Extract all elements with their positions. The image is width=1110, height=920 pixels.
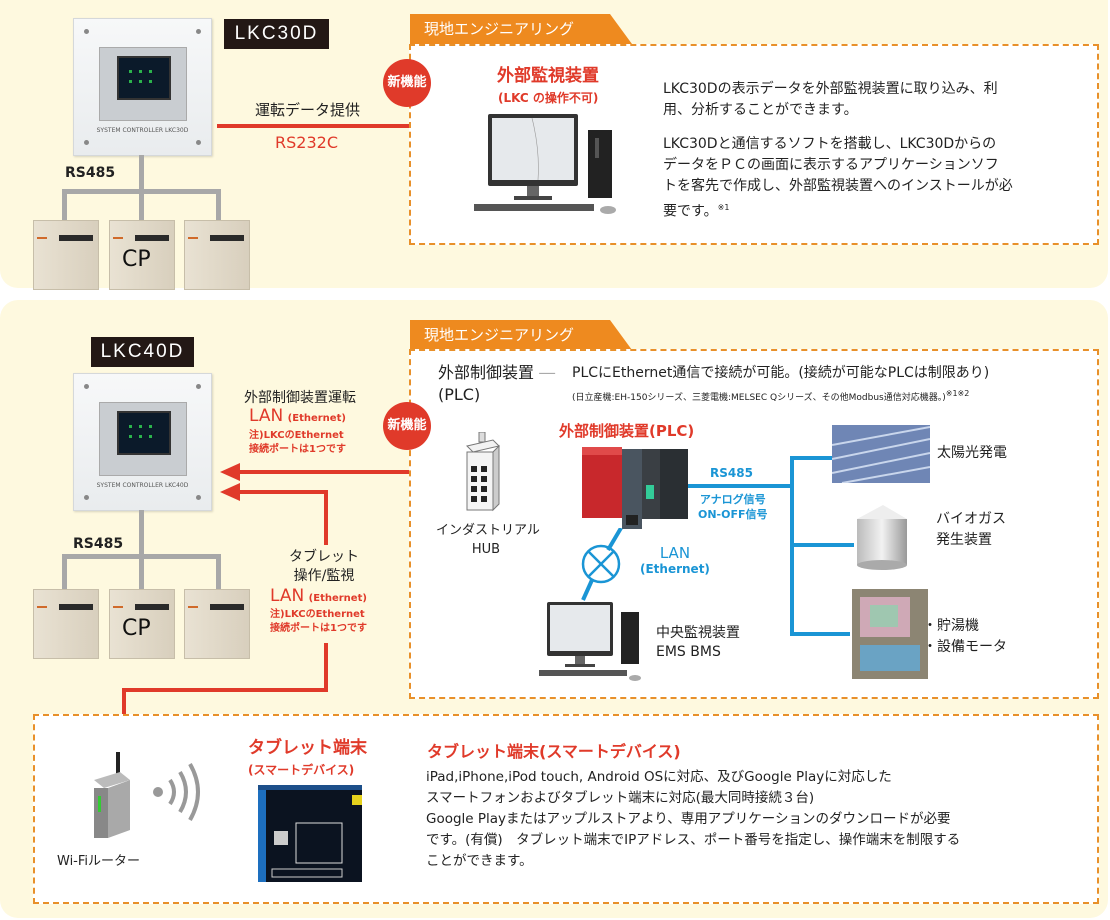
rs485-bus-line xyxy=(139,155,144,191)
tablet-link-protocol: LAN (Ethernet) xyxy=(270,586,367,606)
controller-brand: SYSTEM CONTROLLER LKC40D xyxy=(96,482,189,489)
device-label-biogas: バイオガス 発生装置 xyxy=(936,511,1006,548)
rs485-label: RS485 xyxy=(710,466,753,480)
model-label-lkc40d: LKC40D xyxy=(91,337,194,367)
new-feature-badge: 新機能 xyxy=(383,402,431,450)
controller-brand: SYSTEM CONTROLLER LKC30D xyxy=(96,127,189,134)
rs232c-arrow xyxy=(217,124,457,128)
device-title: 外部監視装置 xyxy=(497,66,599,86)
router-label: Wi-Fiルーター xyxy=(57,854,141,869)
cp-unit xyxy=(33,589,99,659)
rs485-bus-line xyxy=(216,189,221,221)
ext-link-label: 外部制御装置運転 xyxy=(244,390,356,406)
lan-label: LAN (Ethernet) xyxy=(640,544,710,576)
model-label-lkc30d: LKC30D xyxy=(224,19,329,49)
pc-monitor-icon xyxy=(474,114,616,214)
central-label: 中央監視装置 EMS BMS xyxy=(656,625,740,660)
engineering-tab: 現地エンジニアリング xyxy=(410,320,632,350)
hub-label: インダストリアル HUB xyxy=(436,523,540,557)
cp-unit xyxy=(184,220,250,290)
lkc40d-controller-image: SYSTEM CONTROLLER LKC40D xyxy=(73,373,212,511)
solar-panel-icon xyxy=(832,425,930,483)
plc-desc: PLCにEthernet通信で接続が可能。(接続が可能なPLCは制限あり) xyxy=(572,365,990,381)
tablet-link-line xyxy=(324,490,328,545)
plc-desc-small: (日立産機:EH-150シリーズ、三菱電機:MELSEC Qシリーズ、その他Mo… xyxy=(572,389,970,403)
rs485-bus-line xyxy=(62,554,67,590)
cp-unit: CP xyxy=(109,589,175,659)
link-protocol: RS232C xyxy=(275,133,338,152)
footnote-marker: ※1 xyxy=(717,203,730,212)
device-bus-line xyxy=(790,543,854,547)
tablet-box xyxy=(33,714,1099,904)
rs485-label: RS485 xyxy=(65,165,116,181)
ext-control-arrow xyxy=(238,470,558,474)
tablet-link-line xyxy=(238,490,328,494)
device-subtitle: (LKC の操作不可) xyxy=(498,91,599,105)
cp-label: CP xyxy=(122,247,151,272)
arrow-head-icon xyxy=(220,483,240,501)
wifi-router-icon xyxy=(94,752,130,838)
rs485-label: RS485 xyxy=(73,536,124,552)
cp-unit xyxy=(184,589,250,659)
rs485-bus-line xyxy=(62,189,67,221)
new-feature-badge: 新機能 xyxy=(383,59,431,107)
arrow-head-icon xyxy=(220,463,240,481)
plc-heading: 外部制御装置 ― (PLC) xyxy=(438,363,556,404)
biogas-tank-icon xyxy=(857,505,907,570)
ext-link-note: 注)LKCのEthernet 接続ポートは1つです xyxy=(249,430,346,455)
tablet-subtitle: (スマートデバイス) xyxy=(248,763,355,777)
water-heater-icon xyxy=(852,589,928,679)
rs485-bus-line xyxy=(139,189,144,221)
lkc30d-panel: SYSTEM CONTROLLER LKC30D LKC30D RS485 CP… xyxy=(0,0,1108,290)
tablet-desc: iPad,iPhone,iPod touch, Android OSに対応、及び… xyxy=(426,769,961,869)
desc-p1: LKC30Dの表示データを外部監視装置に取り込み、利 用、分析することができます… xyxy=(663,81,998,118)
rs485-bus-line xyxy=(216,554,221,590)
signal-labels: アナログ信号 ON-OFF信号 xyxy=(698,493,768,521)
tablet-link-line xyxy=(122,688,126,718)
tablet-desc-title: タブレット端末(スマートデバイス) xyxy=(427,742,681,761)
industrial-hub-icon xyxy=(466,432,500,512)
cp-unit xyxy=(33,220,99,290)
plc-title: 外部制御装置(PLC) xyxy=(559,422,695,440)
plc-device-icon xyxy=(582,447,688,529)
cp-label: CP xyxy=(122,616,151,641)
cp-unit: CP xyxy=(109,220,175,290)
engineering-tab: 現地エンジニアリング xyxy=(410,14,632,44)
lkc30d-controller-image: SYSTEM CONTROLLER LKC30D xyxy=(73,18,212,156)
central-monitor-icon xyxy=(539,602,641,681)
device-label-water-heater: ・貯湯機 ・設備モータ xyxy=(923,618,1007,655)
link-label: 運転データ提供 xyxy=(255,101,361,119)
external-monitor-box xyxy=(409,44,1099,245)
tablet-link-note: 注)LKCのEthernet 接続ポートは1つです xyxy=(270,609,367,634)
ext-link-protocol: LAN (Ethernet) xyxy=(249,406,346,426)
tablet-screen-image xyxy=(258,785,362,882)
lan-switch-icon xyxy=(581,528,623,601)
tablet-link-line xyxy=(324,643,328,692)
rs485-line xyxy=(688,484,792,488)
plc-box xyxy=(409,349,1099,699)
desc-p2: LKC30Dと通信するソフトを搭載し、LKC30Dからの データをＰＣの画面に表… xyxy=(663,136,1013,220)
rs485-bus-line xyxy=(139,554,144,590)
device-bus-line xyxy=(790,456,832,460)
wifi-signal-icon xyxy=(153,763,200,821)
rs485-bus-line xyxy=(139,510,144,556)
device-label-solar: 太陽光発電 xyxy=(937,445,1007,461)
tablet-link-label: タブレット 操作/監視 xyxy=(289,549,359,584)
device-bus-line xyxy=(790,632,850,636)
tablet-title: タブレット端末 xyxy=(248,738,367,758)
tablet-link-line xyxy=(122,688,328,692)
